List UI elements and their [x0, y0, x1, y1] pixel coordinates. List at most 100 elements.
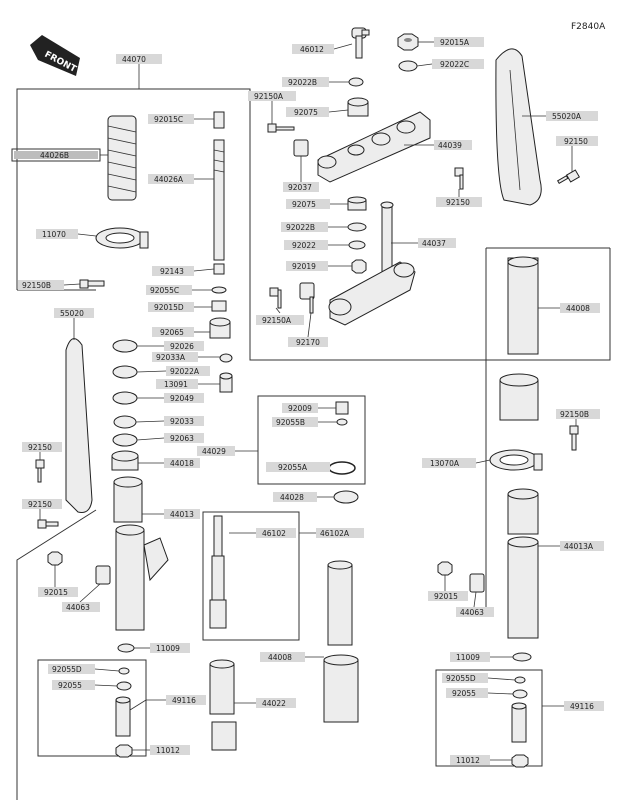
label-92065: 92065 [152, 327, 194, 337]
label-44029: 44029 [197, 446, 235, 456]
label-92015C: 92015C [148, 114, 194, 124]
svg-text:49116: 49116 [172, 696, 196, 705]
label-44070: 44070 [116, 54, 162, 64]
label-44013A: 44013A [560, 541, 604, 551]
label-92015-right: 92015 [428, 591, 468, 601]
label-92015D: 92015D [148, 302, 194, 312]
label-46102: 46102 [256, 528, 296, 538]
bolt-92150-right2-part [454, 167, 464, 190]
label-49116-right: 49116 [564, 701, 604, 711]
svg-text:44022: 44022 [262, 699, 286, 708]
label-11009-left: 11009 [150, 643, 190, 653]
svg-text:92143: 92143 [160, 267, 184, 276]
label-92009: 92009 [282, 403, 318, 413]
svg-text:11009: 11009 [456, 653, 480, 662]
svg-text:92055D: 92055D [52, 665, 82, 674]
label-44026A: 44026A [148, 174, 194, 184]
bolt-92150-left-part [35, 459, 45, 483]
svg-text:92015D: 92015D [154, 303, 184, 312]
svg-text:44039: 44039 [438, 141, 462, 150]
svg-text:92009: 92009 [288, 404, 312, 413]
label-92015-left: 92015 [38, 587, 78, 597]
part-92055A [328, 461, 356, 475]
nut-92015C-part [213, 111, 225, 129]
svg-text:46012: 46012 [300, 45, 324, 54]
svg-text:11012: 11012 [156, 746, 180, 755]
label-44008-right: 44008 [560, 303, 600, 313]
label-92049: 92049 [164, 393, 204, 403]
svg-text:11070: 11070 [42, 230, 66, 239]
svg-text:92022A: 92022A [170, 367, 200, 376]
label-92033A: 92033A [152, 352, 198, 362]
clamp-11070-part [95, 227, 149, 249]
bolt-92150B-right-part [569, 425, 579, 451]
label-44022: 44022 [256, 698, 296, 708]
label-92022A: 92022A [166, 366, 210, 376]
clamp-92170-part [299, 282, 315, 314]
label-44026B: 44026B [11, 148, 101, 162]
washer-92022-part [348, 240, 366, 250]
part-92015D [211, 300, 227, 312]
part-92055C [211, 286, 227, 294]
label-11070: 11070 [36, 229, 78, 239]
part-92055B [336, 418, 348, 426]
part-92022A [112, 365, 138, 379]
bolt-92150A-top-part [267, 123, 295, 133]
svg-text:44028: 44028 [280, 493, 304, 502]
part-92049 [112, 391, 138, 405]
label-92150-right2: 92150 [436, 197, 482, 207]
svg-text:44018: 44018 [170, 459, 194, 468]
tube-44008-right-part [499, 256, 539, 421]
right-outer-tube-part [507, 536, 539, 639]
leader-lines [39, 41, 577, 761]
svg-text:44008: 44008 [566, 304, 590, 313]
svg-text:92150: 92150 [28, 443, 52, 452]
svg-text:44029: 44029 [202, 447, 226, 456]
bolt-92150A-mid-part [269, 287, 282, 309]
upper-triple-clamp-part [317, 111, 431, 183]
label-92150A-top: 92150A [248, 91, 296, 101]
svg-text:92015: 92015 [434, 592, 458, 601]
svg-text:44063: 44063 [66, 603, 90, 612]
svg-text:13070A: 13070A [430, 459, 460, 468]
bolt-92150B-left-part [79, 279, 105, 289]
fork-guard-right-part [495, 48, 542, 206]
diagram-code: F2840A [571, 22, 606, 32]
label-92143: 92143 [152, 266, 194, 276]
part-92026 [112, 339, 138, 353]
label-92170: 92170 [288, 337, 328, 347]
left-outer-tube-part [115, 524, 169, 631]
svg-text:49116: 49116 [570, 702, 594, 711]
part-13091 [219, 372, 233, 393]
svg-text:92015: 92015 [44, 588, 68, 597]
part-92033 [113, 415, 137, 429]
svg-text:11012: 11012 [456, 756, 480, 765]
left-leg-frame [16, 509, 97, 800]
washer-92022C-part [398, 60, 418, 72]
svg-text:44026A: 44026A [154, 175, 184, 184]
label-92055D-right: 92055D [442, 673, 488, 683]
svg-text:92022C: 92022C [440, 60, 469, 69]
svg-text:92055: 92055 [452, 689, 476, 698]
label-92055B: 92055B [272, 417, 318, 427]
part-44013-slider [113, 476, 143, 523]
part-92055D-left [118, 667, 130, 675]
base-valve-49116-right-part [511, 702, 527, 743]
svg-text:44008: 44008 [268, 653, 292, 662]
label-92055C: 92055C [146, 285, 192, 295]
svg-text:92150: 92150 [446, 198, 470, 207]
oring-11009-right-part [512, 652, 532, 662]
holder-44063-right-part [469, 573, 485, 593]
part-44013A-slider [507, 488, 539, 535]
part-92143 [213, 263, 225, 275]
label-55020A: 55020A [546, 111, 598, 121]
nut-92015-right-part [437, 561, 453, 576]
tube-44008-left-part [323, 654, 359, 723]
nut-11012-left-part [115, 744, 133, 758]
spacer-44022-part [209, 659, 237, 751]
label-11012-left: 11012 [150, 745, 190, 755]
svg-text:44037: 44037 [422, 239, 446, 248]
svg-text:92170: 92170 [296, 338, 320, 347]
part-92063 [112, 433, 138, 447]
nut-92015-left-part [47, 551, 63, 566]
